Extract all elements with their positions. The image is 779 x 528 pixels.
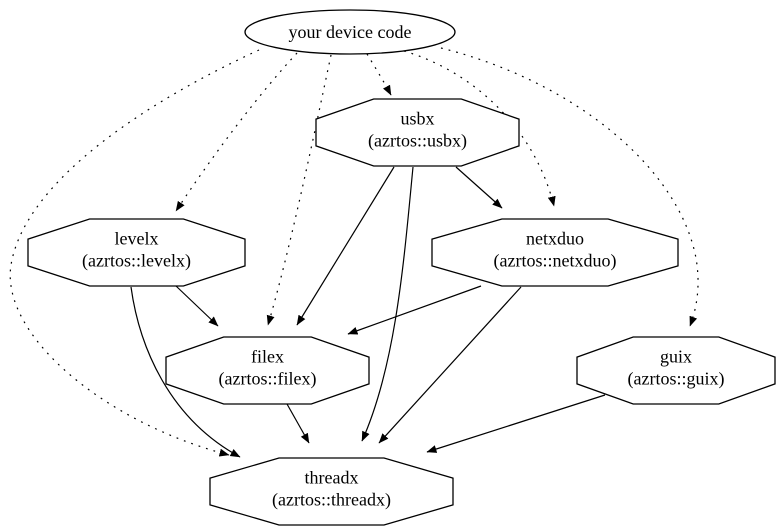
usbx-octagon-shape [315, 98, 520, 167]
node-guix: guix(azrtos::guix) [576, 336, 776, 405]
netxduo-sublabel: (azrtos::netxduo) [494, 251, 617, 272]
edge-guix-threadx [426, 394, 606, 453]
edge-device-usbx [366, 53, 392, 96]
edge-usbx-threadx [361, 166, 414, 442]
guix-octagon-shape [576, 336, 776, 405]
usbx-label: usbx [400, 109, 434, 129]
device-label: your device code [289, 22, 412, 42]
edges-layer [9, 47, 699, 458]
edge-device-filex [266, 54, 332, 326]
node-threadx: threadx(azrtos::threadx) [209, 457, 454, 526]
node-netxduo: netxduo(azrtos::netxduo) [431, 218, 679, 287]
edge-usbx-filex [296, 166, 395, 326]
netxduo-octagon-shape [431, 218, 679, 287]
guix-sublabel: (azrtos::guix) [628, 369, 725, 390]
filex-sublabel: (azrtos::filex) [219, 369, 317, 390]
edge-netxduo-threadx [378, 286, 522, 444]
nodes-layer: your device codeusbx(azrtos::usbx)levelx… [27, 9, 776, 526]
edge-device-threadx [9, 49, 260, 457]
edge-filex-threadx [286, 403, 310, 444]
levelx-label: levelx [115, 229, 159, 249]
threadx-sublabel: (azrtos::threadx) [272, 490, 391, 511]
node-usbx: usbx(azrtos::usbx) [315, 98, 520, 167]
filex-label: filex [251, 347, 284, 367]
edge-usbx-netxduo [455, 166, 503, 209]
edge-levelx-filex [175, 285, 219, 327]
edge-netxduo-filex [347, 285, 482, 335]
node-device: your device code [244, 9, 456, 55]
levelx-octagon-shape [27, 218, 246, 287]
edge-levelx-threadx [130, 286, 241, 458]
levelx-sublabel: (azrtos::levelx) [82, 251, 191, 272]
netxduo-label: netxduo [526, 229, 584, 249]
guix-label: guix [660, 347, 692, 367]
node-filex: filex(azrtos::filex) [165, 336, 370, 405]
threadx-label: threadx [305, 468, 359, 488]
edge-device-netxduo [403, 50, 556, 207]
edge-device-levelx [175, 52, 298, 212]
filex-octagon-shape [165, 336, 370, 405]
usbx-sublabel: (azrtos::usbx) [368, 131, 467, 152]
node-levelx: levelx(azrtos::levelx) [27, 218, 246, 287]
device-ellipse-shape [244, 9, 456, 55]
threadx-octagon-shape [209, 457, 454, 526]
